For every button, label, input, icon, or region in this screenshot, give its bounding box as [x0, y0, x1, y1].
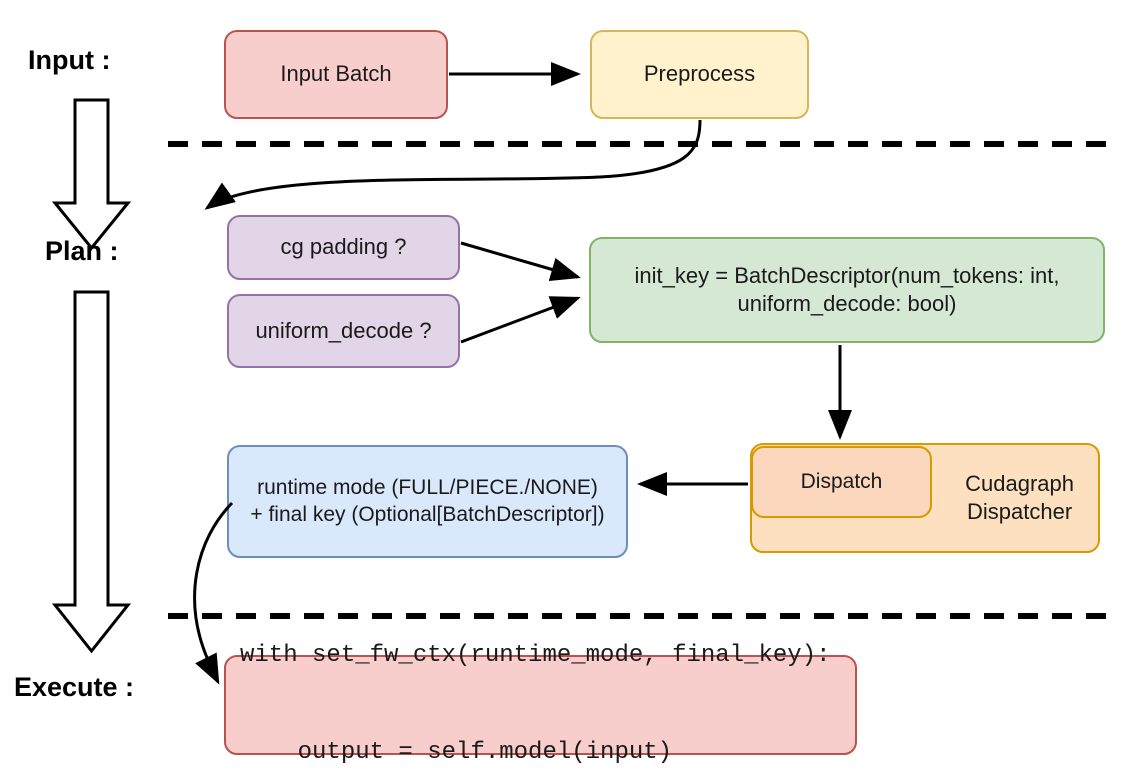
- node-cudagraph-dispatcher-line2: Dispatcher: [966, 499, 1073, 524]
- node-init-key[interactable]: init_key = BatchDescriptor(num_tokens: i…: [589, 237, 1105, 343]
- node-input-batch[interactable]: Input Batch: [224, 30, 448, 119]
- stage-arrow-input-to-plan: [51, 98, 132, 251]
- node-dispatch[interactable]: Dispatch: [751, 446, 932, 518]
- connector-uniform-decode-to-init-key: [460, 296, 581, 344]
- stage-arrow-plan-to-execute: [51, 290, 132, 654]
- node-init-key-line2: uniform_decode: bool): [737, 291, 957, 316]
- node-cg-padding[interactable]: cg padding ?: [227, 215, 460, 280]
- stage-label-input: Input :: [28, 45, 111, 75]
- node-preprocess[interactable]: Preprocess: [590, 30, 809, 119]
- stage-label-plan: Plan :: [45, 236, 119, 266]
- node-input-batch-label: Input Batch: [280, 61, 392, 87]
- node-uniform-decode-label: uniform_decode ?: [255, 317, 432, 343]
- connector-cg-padding-to-init-key: [460, 241, 581, 281]
- node-execute-code-line1: with set_fw_ctx(runtime_mode, final_key)…: [240, 642, 831, 670]
- node-execute-code-line2: output = self.model(input): [240, 739, 673, 767]
- node-runtime-mode-line2: + final key (Optional[BatchDescriptor]): [250, 502, 605, 526]
- node-cg-padding-label: cg padding ?: [280, 234, 407, 260]
- connector-preprocess-to-cg-padding: [204, 119, 702, 210]
- node-preprocess-label: Preprocess: [643, 61, 756, 87]
- node-cudagraph-dispatcher-line1: Cudagraph: [965, 470, 1074, 496]
- node-runtime-mode-line1: runtime mode (FULL/PIECE./NONE): [257, 475, 598, 499]
- node-execute-code[interactable]: with set_fw_ctx(runtime_mode, final_key)…: [224, 642, 857, 766]
- stage-label-execute: Execute :: [14, 672, 135, 702]
- node-runtime-mode[interactable]: runtime mode (FULL/PIECE./NONE) + final …: [227, 445, 628, 558]
- node-uniform-decode[interactable]: uniform_decode ?: [227, 294, 460, 368]
- node-init-key-line1: init_key = BatchDescriptor(num_tokens: i…: [634, 262, 1060, 288]
- node-dispatch-label: Dispatch: [800, 469, 883, 493]
